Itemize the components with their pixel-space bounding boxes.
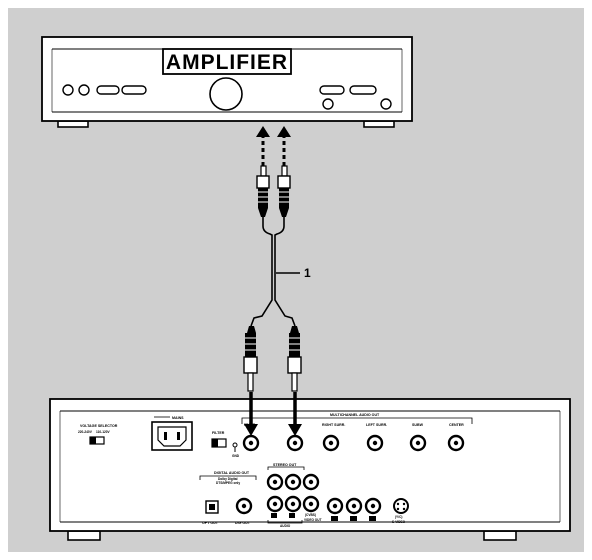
cable-callout-number: 1 <box>304 266 311 280</box>
stereo-jack-top-1 <box>266 473 284 491</box>
stereo-jack-audio-l <box>284 495 302 513</box>
dig-out-label: DIG OUT <box>235 521 251 525</box>
stereo-jack-audio-r <box>266 495 284 513</box>
multichannel-jack-front-right <box>286 434 304 452</box>
filter-switch-knob <box>212 439 218 447</box>
voltage-selector-label: VOLTAGE SELECTOR <box>80 424 118 428</box>
svideo-pin-2 <box>402 502 406 506</box>
amplifier-device: AMPLIFIER <box>41 36 413 128</box>
audio-label: AUDIO <box>280 524 291 528</box>
amplifier-button-left-1 <box>62 84 74 96</box>
cable-wire-right <box>274 217 296 327</box>
amplifier-volume-knob <box>209 77 243 111</box>
mains-label: MAINS <box>172 416 184 420</box>
digital-note-2: DTS/MPEG only <box>216 481 240 485</box>
yc-label: (Y/C) <box>395 515 402 519</box>
stereo-jack-top-3 <box>302 473 320 491</box>
plug-arrowhead-left <box>244 424 258 436</box>
svideo-label: S-VIDEO <box>392 520 406 524</box>
component-jack-2 <box>345 497 363 515</box>
amplifier-pill-right-2 <box>349 85 377 95</box>
right-surr-label: RIGHT SURR. <box>322 423 345 427</box>
multichannel-jack-center <box>447 434 465 452</box>
multichannel-jack-right-surr <box>322 434 340 452</box>
voltage-right-label: 110-120V <box>96 430 111 434</box>
component-jack-3 <box>364 497 382 515</box>
amplifier-pill-right-1 <box>319 85 345 95</box>
multichannel-jack-left-surr <box>366 434 384 452</box>
signal-arrowhead-left <box>256 126 270 137</box>
audio-r-marker <box>271 513 277 518</box>
optical-out-port-inner <box>209 504 215 510</box>
rca-plug-top-right <box>277 165 291 217</box>
signal-arrows-to-amplifier <box>256 126 291 166</box>
voltage-selector-knob <box>90 437 96 444</box>
signal-arrows-to-player <box>244 392 302 436</box>
component-marker-1 <box>331 516 338 521</box>
amplifier-label: AMPLIFIER <box>166 51 288 74</box>
center-label: CENTER <box>449 423 464 427</box>
svideo-pin-1 <box>396 502 400 506</box>
svideo-port <box>393 498 409 514</box>
component-jack-1 <box>326 497 344 515</box>
ground-terminal <box>232 442 238 448</box>
video-out-label: VIDEO OUT <box>304 518 322 522</box>
rca-plug-top-left <box>256 165 270 217</box>
rca-plug-bottom-right <box>287 326 302 392</box>
subw-label: SUBW <box>412 423 424 427</box>
amplifier-button-right-2 <box>380 98 392 110</box>
cvbs-label: (CVBS) <box>305 513 316 517</box>
audio-cable <box>250 217 296 327</box>
cable-wire-left <box>250 217 273 327</box>
signal-arrowhead-right <box>277 126 291 137</box>
svideo-pin-4 <box>402 507 406 511</box>
amplifier-label-box <box>162 48 292 75</box>
amplifier-button-left-2 <box>78 84 90 96</box>
mains-socket-inner <box>157 426 187 447</box>
component-marker-2 <box>350 516 357 521</box>
video-out-jack <box>302 495 320 513</box>
amplifier-button-right-1 <box>322 98 334 110</box>
digital-audio-out-label: DIGITAL AUDIO OUT <box>214 471 250 475</box>
amplifier-pill-left-2 <box>121 85 147 95</box>
amplifier-pill-left-1 <box>96 85 120 95</box>
rca-plug-bottom-left <box>243 326 258 392</box>
multichannel-jack-front-left <box>242 434 260 452</box>
gnd-label: GND <box>232 454 240 458</box>
multichannel-bracket <box>241 417 473 424</box>
multichannel-audio-out-label: MULTICHANNEL AUDIO OUT <box>330 413 380 417</box>
digital-note-1: Dolby Digital <box>218 477 238 481</box>
digital-out-bracket <box>199 475 257 480</box>
plug-arrowhead-right <box>288 424 302 436</box>
player-foot-right <box>483 530 517 541</box>
voltage-left-label: 220-240V <box>78 430 93 434</box>
audio-l-marker <box>289 513 295 518</box>
component-marker-3 <box>369 516 376 521</box>
audio-bracket <box>267 520 303 524</box>
opt-out-label: OPT OUT <box>202 521 219 525</box>
player-rear-panel: VOLTAGE SELECTOR 220-240V 110-120V MAINS… <box>49 392 571 541</box>
player-foot-left <box>67 530 101 541</box>
mains-pin-left <box>164 432 167 440</box>
left-surr-label: LEFT SURR. <box>366 423 387 427</box>
stereo-out-label: STEREO OUT <box>273 463 297 467</box>
stereo-jack-top-2 <box>284 473 302 491</box>
stereo-out-bracket <box>267 466 305 470</box>
digital-coax-jack <box>235 497 253 515</box>
svideo-pin-3 <box>396 507 400 511</box>
multichannel-jack-subw <box>409 434 427 452</box>
mains-pin-right <box>177 432 180 440</box>
filter-label: FILTER <box>212 431 225 435</box>
